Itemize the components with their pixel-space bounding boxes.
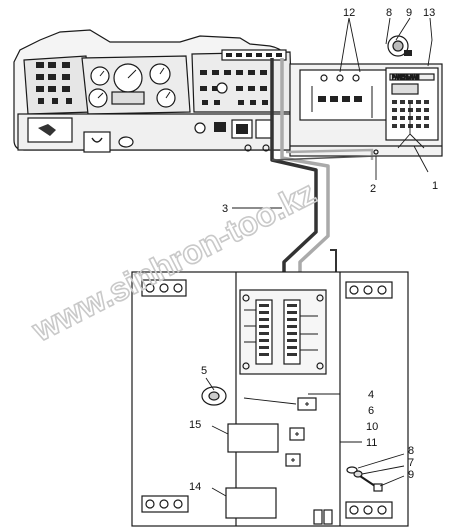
callout-10: 10 bbox=[366, 421, 378, 433]
callout-9-top: 9 bbox=[406, 7, 412, 19]
callout-8-bottom: 8 bbox=[408, 445, 414, 457]
callout-14: 14 bbox=[189, 481, 201, 493]
callout-1: 1 bbox=[432, 180, 438, 192]
callout-6: 6 bbox=[368, 405, 374, 417]
callout-11: 11 bbox=[366, 437, 377, 449]
callout-3: 3 bbox=[222, 203, 228, 215]
callout-12: 12 bbox=[343, 7, 355, 19]
device-label: РАМЕНЬМАШ bbox=[392, 75, 419, 81]
callout-13: 13 bbox=[423, 7, 435, 19]
callout-7: 7 bbox=[408, 457, 414, 469]
dashboard bbox=[13, 29, 293, 153]
callout-2: 2 bbox=[370, 183, 376, 195]
callout-15: 15 bbox=[189, 419, 201, 431]
callout-labels: 12 8 9 13 1 2 3 5 4 6 10 11 15 14 8 7 9 bbox=[189, 7, 438, 493]
callout-9-bottom: 9 bbox=[408, 469, 414, 481]
panel-cable-lines bbox=[271, 148, 377, 161]
callout-4: 4 bbox=[368, 389, 374, 401]
control-panel: РАМЕНЬМАШ bbox=[289, 35, 443, 157]
callout-5: 5 bbox=[201, 365, 207, 377]
callout-leaders bbox=[205, 17, 433, 497]
cabinet bbox=[131, 271, 409, 527]
callout-8-top: 8 bbox=[386, 7, 392, 19]
